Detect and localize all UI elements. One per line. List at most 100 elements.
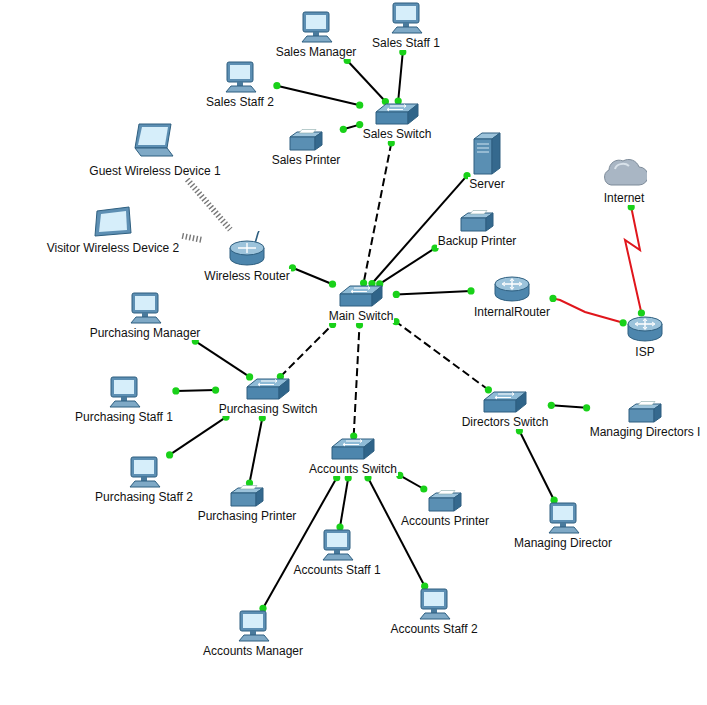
straight-cable bbox=[170, 417, 226, 455]
straight-cable bbox=[195, 341, 249, 377]
device-icon bbox=[133, 122, 177, 162]
network-device: Purchasing Staff 2 bbox=[94, 456, 194, 504]
link-light bbox=[549, 295, 556, 302]
wireless-link bbox=[187, 180, 230, 230]
straight-cable bbox=[372, 176, 467, 284]
network-device: Sales Manager bbox=[275, 11, 358, 59]
network-device: Visitor Wireless Device 2 bbox=[46, 205, 180, 255]
network-device: Wireless Router bbox=[203, 231, 290, 283]
device-icon bbox=[483, 391, 527, 413]
link-light bbox=[329, 281, 336, 288]
network-device: Purchasing Manager bbox=[89, 292, 202, 340]
link-light bbox=[273, 82, 280, 89]
straight-cable bbox=[176, 389, 216, 392]
link-light bbox=[340, 126, 347, 133]
device-icon bbox=[339, 285, 383, 307]
device-label: Accounts Switch bbox=[308, 462, 398, 476]
device-label: Sales Staff 2 bbox=[205, 95, 275, 109]
network-device: Sales Staff 2 bbox=[205, 61, 275, 109]
device-label: Visitor Wireless Device 2 bbox=[46, 241, 180, 255]
straight-cable bbox=[396, 291, 471, 295]
crossover-cable bbox=[354, 325, 360, 436]
device-icon bbox=[331, 438, 375, 460]
device-icon bbox=[459, 210, 495, 232]
network-device: Purchasing Staff 1 bbox=[74, 376, 174, 424]
link-light bbox=[166, 451, 173, 458]
straight-cable bbox=[551, 405, 586, 408]
device-icon bbox=[627, 401, 663, 423]
straight-cable bbox=[398, 52, 403, 101]
link-light bbox=[420, 485, 427, 492]
device-icon bbox=[236, 610, 270, 642]
network-device: Managing Director bbox=[513, 502, 613, 550]
link-light bbox=[620, 319, 627, 326]
device-icon bbox=[229, 485, 265, 507]
device-icon bbox=[546, 502, 580, 534]
device-label: Purchasing Printer bbox=[197, 509, 298, 523]
device-icon bbox=[223, 61, 257, 93]
network-device: Purchasing Printer bbox=[197, 485, 298, 523]
device-icon bbox=[625, 315, 665, 343]
network-device: Purchasing Switch bbox=[218, 378, 319, 416]
network-device: Directors Switch bbox=[461, 391, 550, 429]
link-light bbox=[393, 291, 400, 298]
straight-cable bbox=[340, 478, 348, 527]
device-icon bbox=[107, 376, 141, 408]
device-icon bbox=[225, 231, 269, 267]
device-icon bbox=[128, 292, 162, 324]
device-icon bbox=[246, 378, 290, 400]
device-label: Accounts Printer bbox=[400, 514, 490, 528]
device-icon bbox=[91, 205, 135, 239]
device-label: Managing Director bbox=[513, 536, 613, 550]
network-device: Backup Printer bbox=[437, 210, 518, 248]
serial-cable bbox=[625, 207, 641, 313]
network-device: Sales Staff 1 bbox=[371, 2, 441, 50]
link-light bbox=[583, 404, 590, 411]
device-icon bbox=[601, 155, 647, 189]
device-icon bbox=[299, 11, 333, 43]
device-icon bbox=[492, 275, 532, 303]
device-label: Wireless Router bbox=[203, 269, 290, 283]
network-device: ISP bbox=[625, 315, 665, 359]
device-label: Guest Wireless Device 1 bbox=[88, 164, 221, 178]
network-device: Sales Switch bbox=[362, 103, 433, 141]
device-icon bbox=[127, 456, 161, 488]
straight-cable bbox=[277, 86, 360, 106]
device-icon bbox=[389, 2, 423, 34]
wireless-link bbox=[182, 236, 201, 240]
network-device: Accounts Switch bbox=[308, 438, 398, 476]
link-light bbox=[212, 387, 219, 394]
device-label: InternalRouter bbox=[473, 305, 551, 319]
device-icon bbox=[417, 588, 451, 620]
crossover-cable bbox=[364, 143, 392, 283]
crossover-cable bbox=[396, 322, 488, 390]
network-device: Guest Wireless Device 1 bbox=[88, 122, 221, 178]
network-device: Sales Printer bbox=[271, 129, 342, 167]
device-label: Managing Directors I bbox=[589, 425, 702, 439]
link-light bbox=[246, 373, 253, 380]
straight-cable bbox=[400, 475, 424, 489]
device-label: Sales Manager bbox=[275, 45, 358, 59]
device-label: Accounts Manager bbox=[202, 644, 304, 658]
device-icon bbox=[320, 529, 354, 561]
straight-cable bbox=[519, 431, 554, 500]
device-icon bbox=[288, 129, 324, 151]
device-label: Internet bbox=[603, 191, 646, 205]
network-device: InternalRouter bbox=[473, 275, 551, 319]
device-label: Sales Staff 1 bbox=[371, 36, 441, 50]
network-device: Accounts Staff 2 bbox=[389, 588, 478, 636]
network-device: Server bbox=[468, 131, 505, 191]
straight-cable bbox=[250, 418, 263, 483]
straight-cable bbox=[380, 248, 435, 284]
link-light bbox=[638, 309, 645, 316]
device-label: Purchasing Switch bbox=[218, 402, 319, 416]
crossover-cable bbox=[280, 324, 332, 376]
network-device: Managing Directors I bbox=[589, 401, 702, 439]
link-light bbox=[467, 287, 474, 294]
network-device: Main Switch bbox=[328, 285, 395, 323]
link-light bbox=[356, 102, 363, 109]
device-label: Accounts Staff 2 bbox=[389, 622, 478, 636]
device-label: Sales Switch bbox=[362, 127, 433, 141]
